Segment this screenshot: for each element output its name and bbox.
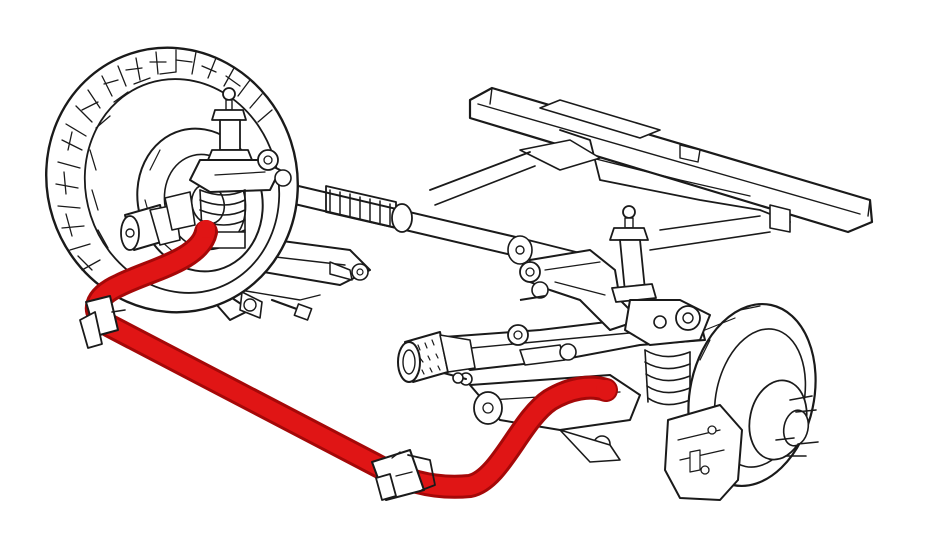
right-bushing	[397, 331, 476, 383]
left-shock-strut	[189, 87, 292, 249]
right-coil-spring	[644, 349, 691, 406]
right-shock-strut	[609, 205, 711, 406]
anti-roll-bar-mount-bracket	[79, 295, 436, 501]
hub	[664, 302, 819, 501]
wheel-studs	[775, 395, 819, 457]
bolt-hardware	[452, 295, 546, 384]
tire-tread	[55, 49, 273, 271]
bushing	[120, 191, 196, 251]
subframe-crossmember	[429, 86, 874, 251]
